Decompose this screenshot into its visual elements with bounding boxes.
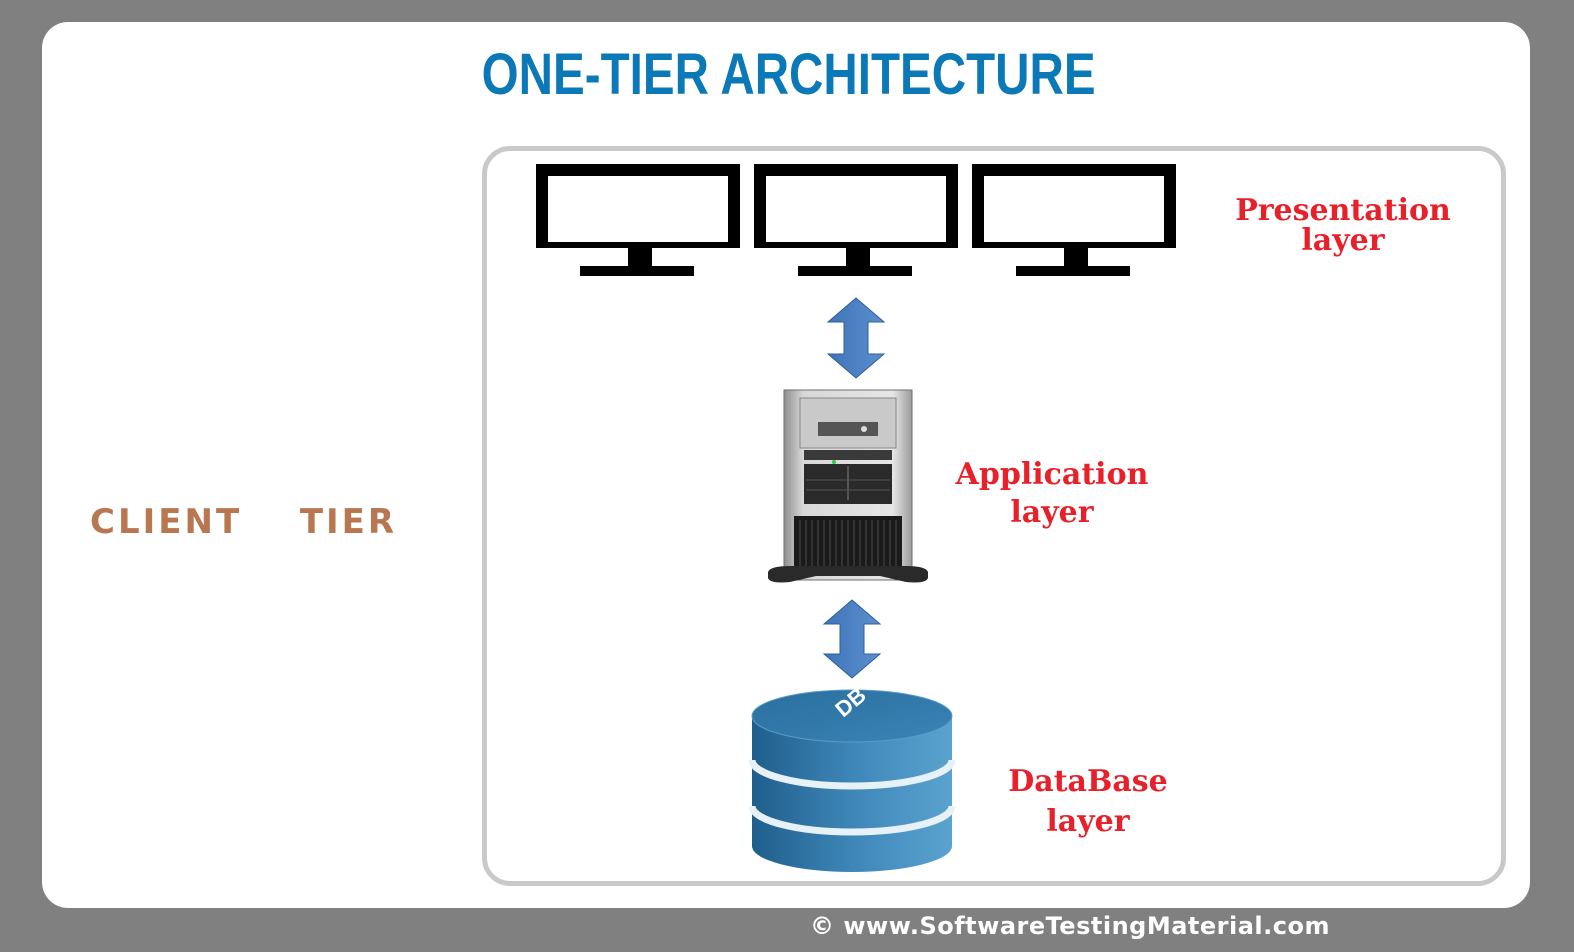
client-tier-label: CLIENT TIER (90, 502, 398, 542)
database-layer-line2: layer (1046, 804, 1130, 839)
presentation-layer-label: Presentation layer (1196, 194, 1490, 258)
double-arrow-icon (822, 599, 882, 679)
database-layer-label: DataBase layer (970, 762, 1206, 842)
monitor-icon (972, 164, 1176, 276)
database-icon: DB (748, 682, 956, 872)
presentation-layer-line1: Presentation (1235, 193, 1451, 228)
copyright-footer: © www.SoftwareTestingMaterial.com (810, 912, 1330, 940)
application-layer-line1: Application (955, 457, 1149, 492)
monitor-icon (754, 164, 958, 276)
database-layer-line1: DataBase (1008, 764, 1168, 799)
presentation-layer-line2: layer (1301, 223, 1385, 258)
application-layer-line2: layer (1010, 495, 1094, 530)
double-arrow-icon (826, 297, 886, 379)
server-icon (768, 389, 928, 583)
client-tier-box (482, 146, 1506, 886)
diagram-title: ONE-TIER ARCHITECTURE (481, 42, 1096, 107)
monitor-icon (536, 164, 740, 276)
application-layer-label: Application layer (926, 456, 1178, 532)
